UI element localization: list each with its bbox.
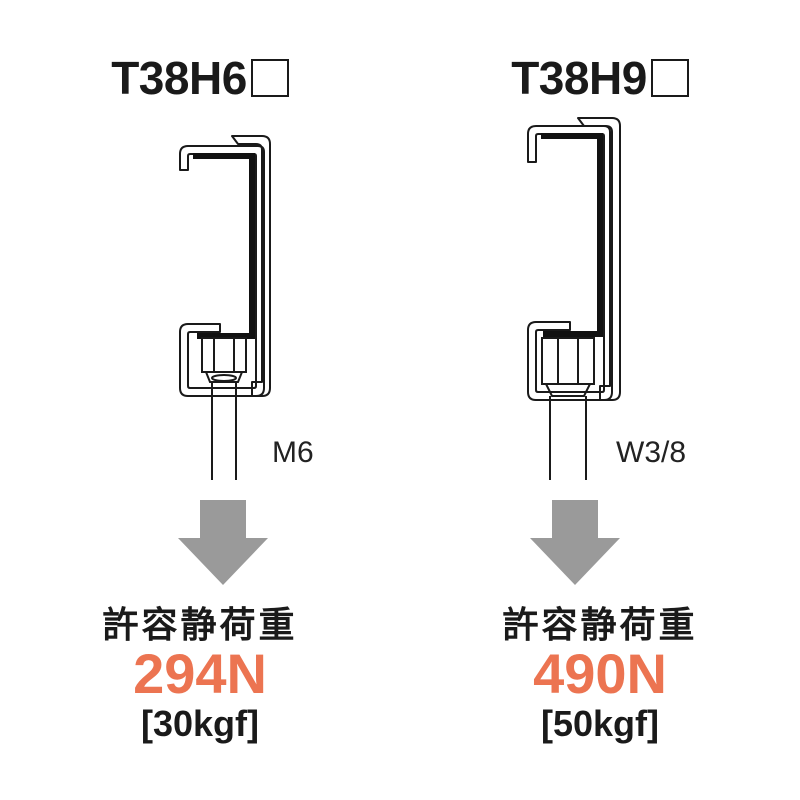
product-t38h6: T38H6 M6 許容静荷重 294N [30kgf] bbox=[0, 50, 400, 744]
product-t38h9: T38H9 W3/8 許容静荷重 490N [50kgf] bbox=[400, 0, 800, 800]
model-title: T38H6 bbox=[0, 50, 400, 106]
load-newton-value: 490N bbox=[533, 642, 667, 705]
variant-box-icon bbox=[250, 59, 289, 97]
load-kgf-value: [30kgf] bbox=[140, 703, 260, 744]
thread-size-label: W3/8 bbox=[616, 436, 687, 469]
down-arrow-icon bbox=[178, 500, 268, 585]
load-kgf-value: [50kgf] bbox=[540, 703, 660, 744]
model-title: T38H9 bbox=[400, 50, 800, 106]
load-newton-value: 294N bbox=[133, 642, 267, 705]
allowable-static-load-label: 許容静荷重 bbox=[102, 605, 298, 646]
bracket-hanger-diagram bbox=[179, 135, 271, 480]
model-name: T38H6 bbox=[111, 52, 247, 104]
variant-box-icon bbox=[650, 59, 689, 97]
bracket-hanger-diagram bbox=[527, 117, 621, 480]
allowable-static-load-label: 許容静荷重 bbox=[502, 605, 698, 646]
model-name: T38H9 bbox=[511, 52, 647, 104]
down-arrow-icon bbox=[530, 500, 620, 585]
thread-size-label: M6 bbox=[272, 436, 314, 469]
